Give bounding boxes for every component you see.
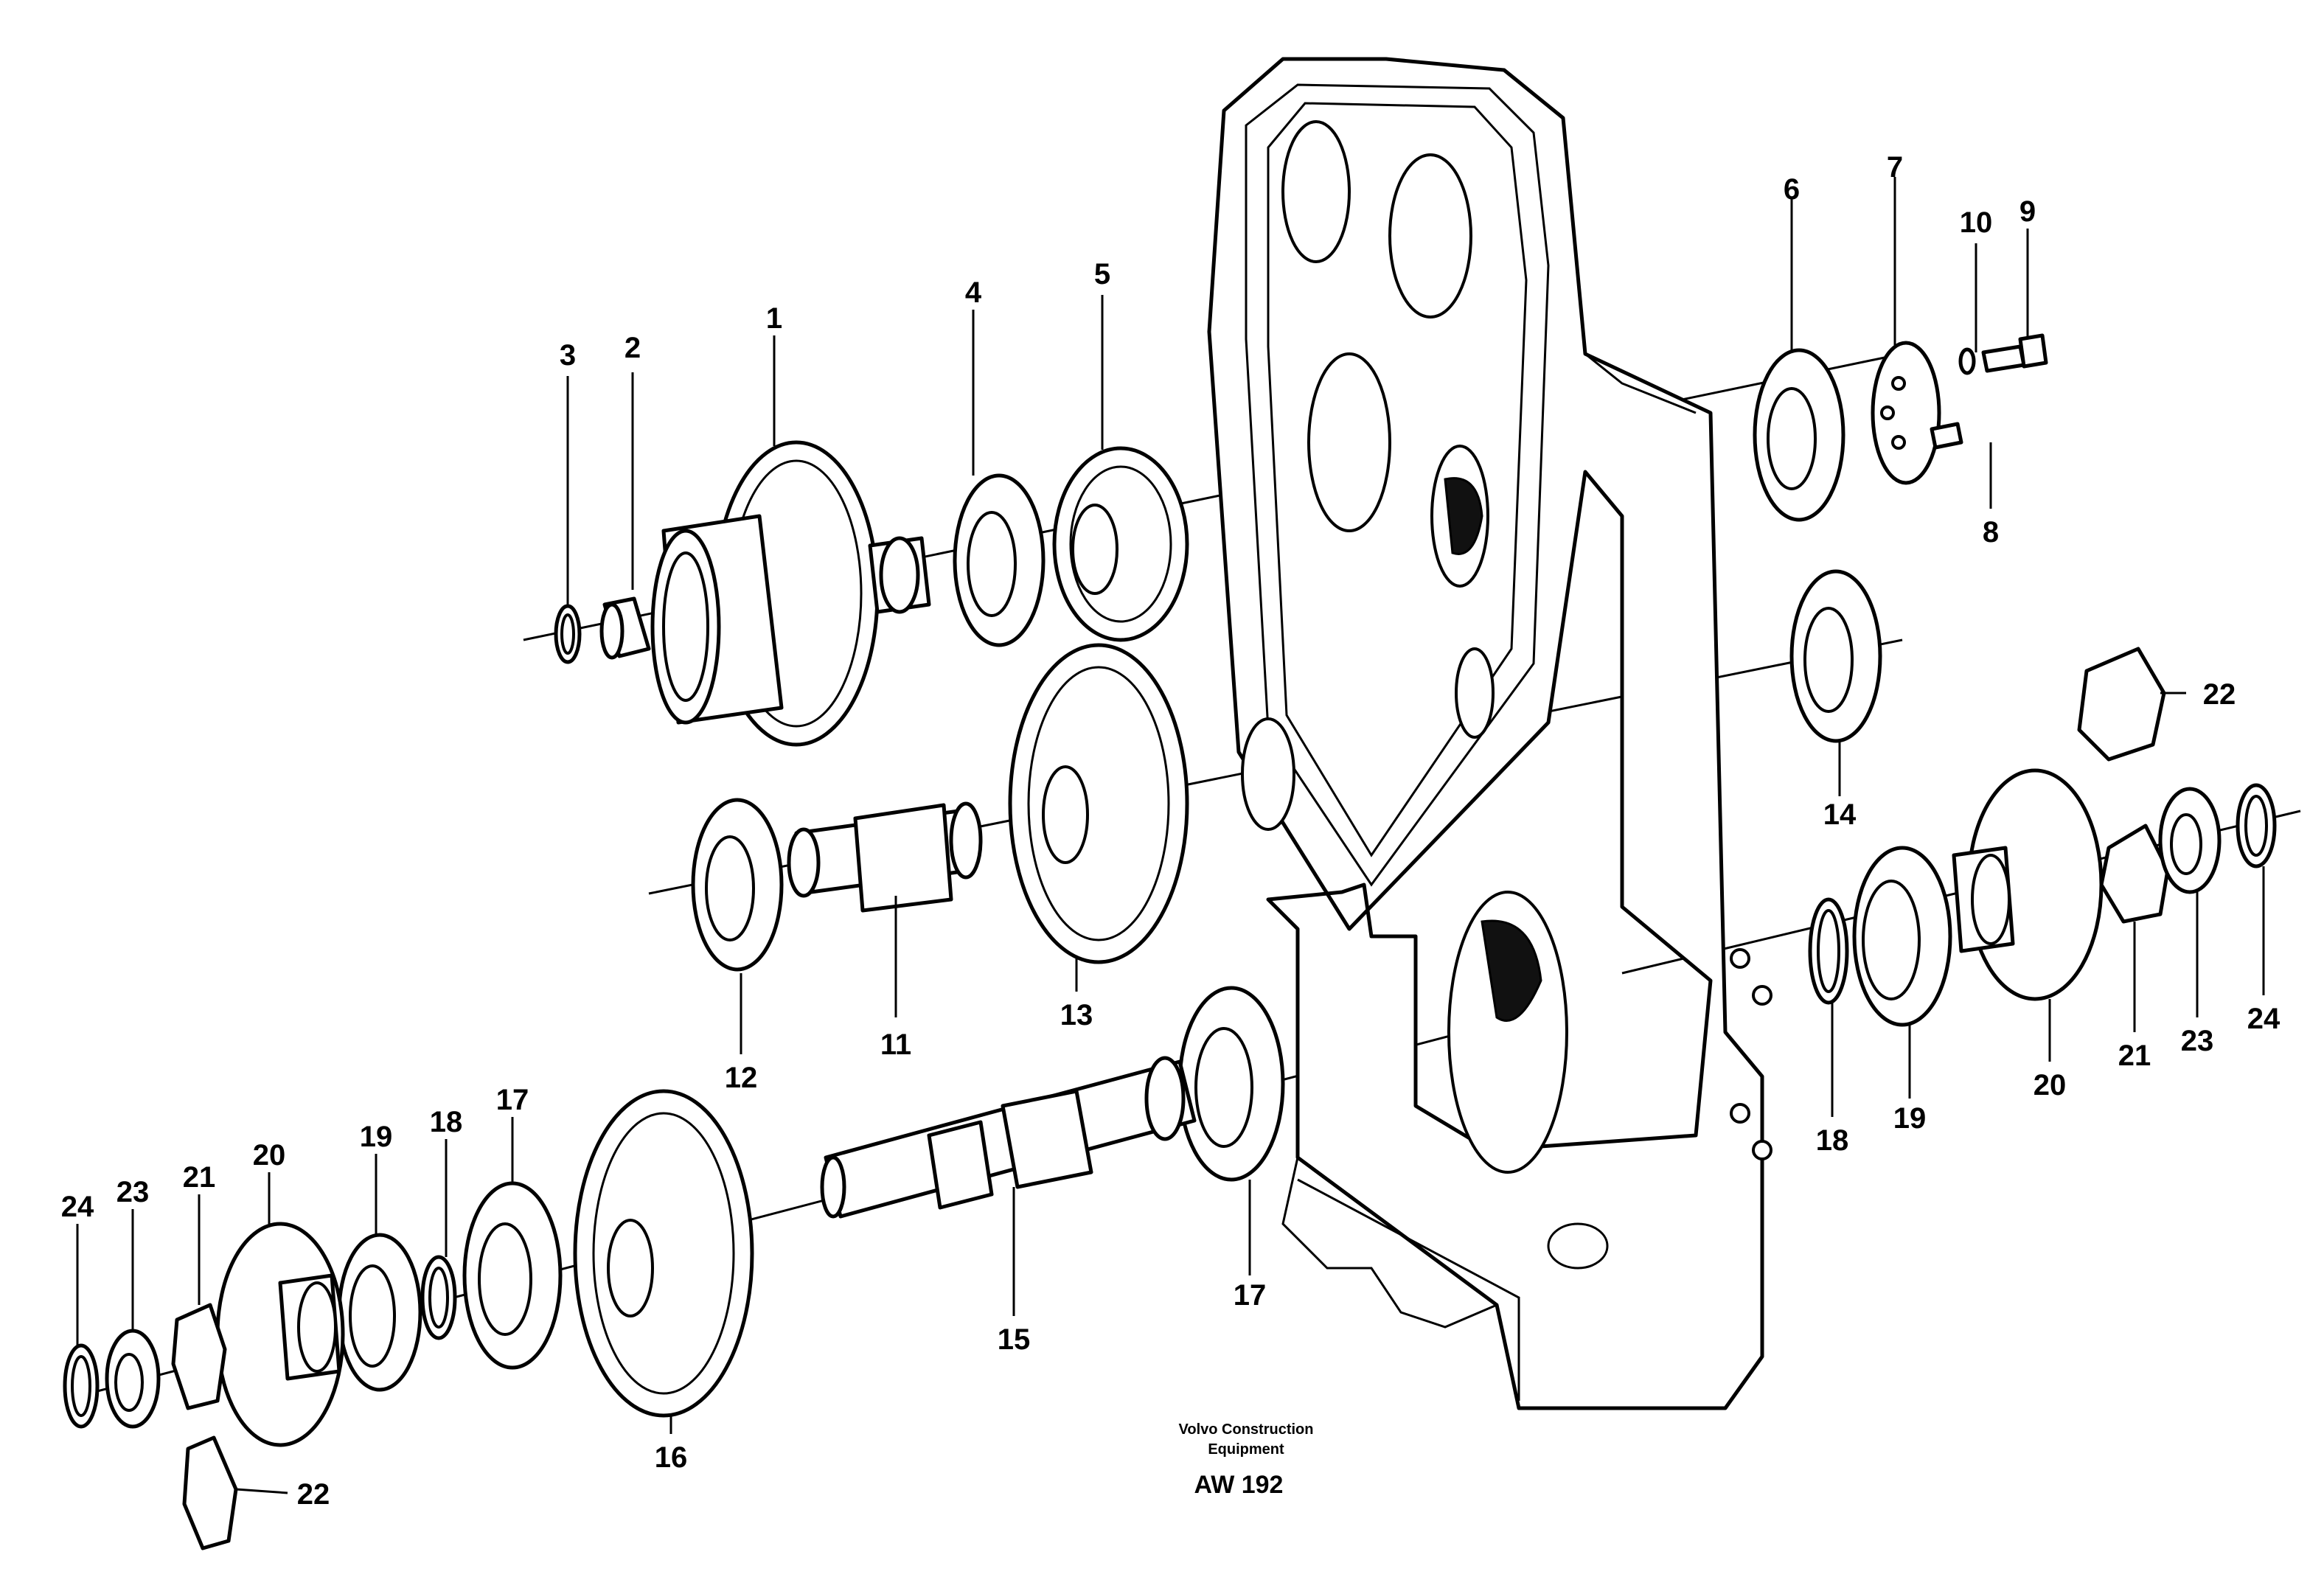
part-19-seal-right [1852,846,1952,1027]
part-23-nut-right [2158,787,2222,894]
part-17-bearing-upper [1177,986,1285,1182]
callout-5: 5 [1094,258,1110,290]
part-24-circlip-right [2236,783,2277,868]
part-8-screw [1930,422,1963,450]
callout-17-left: 17 [496,1084,529,1116]
callout-13: 13 [1060,999,1093,1031]
callout-labels: 1 2 3 4 5 6 7 8 9 10 11 12 13 14 15 16 1… [61,151,2280,1511]
part-2-bushing [599,596,651,660]
part-20-flange-right [1952,768,2104,1001]
callout-15: 15 [998,1323,1031,1356]
callout-23-right: 23 [2181,1025,2214,1057]
part-6-bearing [1753,348,1845,522]
part-22-lock-plate-right [2077,647,2166,762]
part-16-gear [573,1089,754,1418]
leader-lines [76,177,2265,1494]
callout-1: 1 [766,302,782,335]
part-23-nut-left [105,1329,161,1429]
gearbox-housing [1207,57,1772,1410]
part-3-circlip [554,604,582,664]
callout-23-left: 23 [116,1176,150,1208]
part-18-ring-left [420,1255,457,1340]
callout-7: 7 [1887,151,1903,184]
part-15-output-shaft [820,1056,1197,1219]
part-1-gear-assembly [650,440,931,747]
callout-21-left: 21 [183,1161,216,1194]
callout-24-left: 24 [61,1191,94,1223]
part-7-cover [1871,341,1941,485]
caption-company-line2: Equipment [1208,1441,1284,1458]
part-19-seal-left [337,1233,422,1392]
callout-3: 3 [560,339,576,372]
callout-10: 10 [1960,206,1993,239]
callout-21-right: 21 [2118,1040,2151,1072]
callout-19-right: 19 [1893,1102,1927,1135]
part-24-circlip-left [63,1343,100,1429]
part-17-bearing-lower [462,1181,563,1370]
callout-20-right: 20 [2034,1069,2067,1101]
caption-code: AW 192 [1194,1471,1284,1499]
part-22-lock-plate-left [182,1435,238,1550]
caption-block: Volvo Construction Equipment AW 192 [1179,1421,1314,1499]
part-4-bearing [953,473,1046,647]
callout-22-right: 22 [2203,678,2236,711]
callout-16: 16 [655,1441,688,1474]
callout-22-left: 22 [297,1478,330,1511]
callout-18-right: 18 [1816,1124,1849,1157]
part-13-gear [1008,643,1189,964]
callout-6: 6 [1784,173,1800,206]
callout-19-left: 19 [360,1121,393,1153]
callout-14: 14 [1823,798,1857,831]
part-21-lock-left [171,1303,227,1410]
callout-24-right: 24 [2247,1003,2280,1035]
part-20-flange-left [215,1222,345,1447]
part-12-bearing [691,798,784,972]
callout-8: 8 [1983,516,1999,549]
part-21-lock-right [2099,824,2170,924]
callout-17-right: 17 [1234,1279,1267,1312]
callout-9: 9 [2019,195,2036,228]
part-18-ring-right [1808,897,1849,1005]
part-10-washer [1958,347,1976,375]
caption-company: Volvo Construction [1179,1421,1314,1438]
callout-2: 2 [625,332,641,364]
part-11-shaft [787,801,983,913]
part-5-gear [1052,446,1189,642]
callout-11: 11 [880,1028,911,1061]
callout-20-left: 20 [253,1139,286,1172]
part-14-bearing [1789,569,1882,743]
callout-4: 4 [965,276,982,309]
callout-12: 12 [725,1062,758,1094]
callout-18-left: 18 [430,1106,463,1138]
part-9-bolt [1981,333,2048,373]
